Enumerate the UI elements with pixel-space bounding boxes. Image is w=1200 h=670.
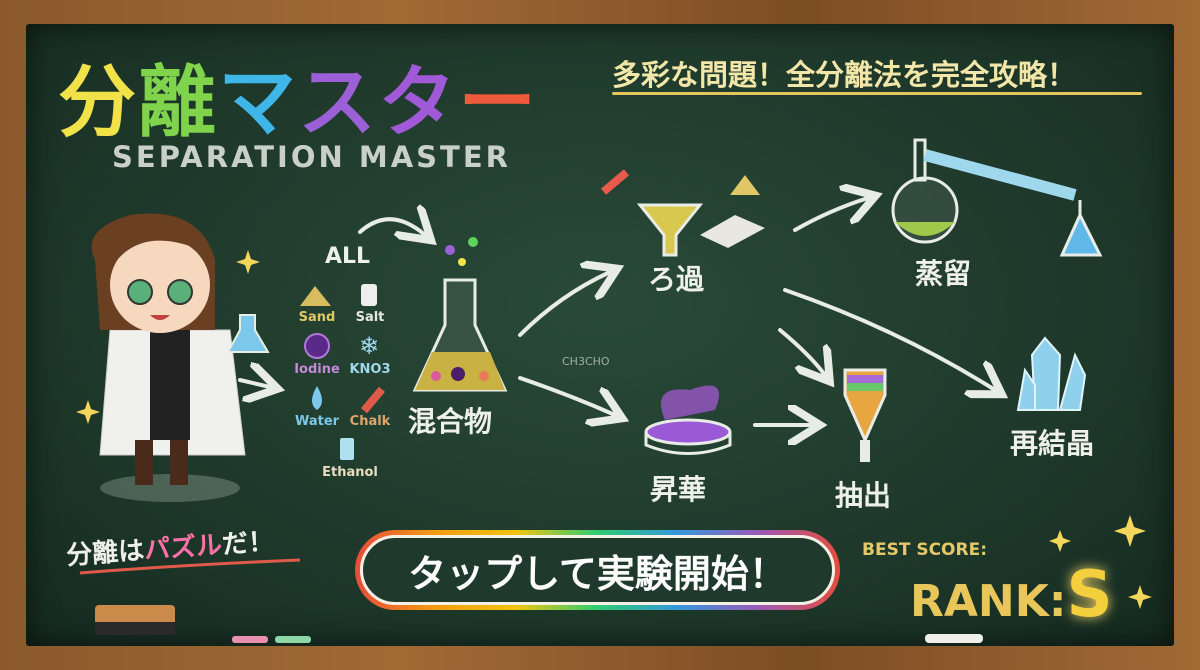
- material-kno3: KNO3: [349, 362, 391, 377]
- node-distillation: 蒸留: [915, 257, 972, 290]
- title-char: マ: [218, 58, 299, 148]
- start-experiment-button[interactable]: タップして実験開始！: [355, 530, 840, 610]
- material-water: Water: [294, 414, 340, 429]
- title-char: 分: [58, 58, 139, 148]
- node-extraction: 抽出: [835, 479, 892, 512]
- arrow: [518, 376, 615, 415]
- rank-label: RANK:: [910, 576, 1067, 627]
- eraser-icon: [95, 605, 175, 635]
- title-char: ス: [298, 58, 379, 148]
- node-sublimation: 昇華: [650, 473, 707, 506]
- node-filtration: ろ過: [648, 263, 705, 296]
- rank-value: S: [1066, 558, 1113, 632]
- materials-header: ALL: [325, 244, 371, 269]
- tagline-underline: [612, 92, 1142, 95]
- funnel-icon: [600, 169, 765, 257]
- arrow: [783, 288, 995, 390]
- game-title: 分離マスター: [58, 40, 538, 152]
- arrow: [358, 219, 425, 235]
- title-char: ー: [458, 58, 539, 148]
- salt-shaker-icon: [361, 284, 377, 306]
- crystal-icon: [1016, 336, 1087, 411]
- slogan-highlight: パズル: [143, 530, 224, 566]
- chalk-piece: [275, 636, 311, 643]
- arrow: [518, 272, 610, 337]
- arrow: [238, 380, 270, 387]
- slogan-part: だ！: [221, 526, 276, 561]
- material-icons: ❄: [300, 284, 386, 460]
- material-salt: Salt: [355, 310, 385, 325]
- distillation-apparatus-icon: [891, 138, 1103, 257]
- water-drop-icon: [312, 386, 322, 410]
- chemical-formula: CH3CHO: [562, 355, 610, 368]
- scientist-character-illustration: [91, 213, 270, 502]
- best-rank: RANK:S: [910, 558, 1113, 632]
- evaporating-dish-icon: [644, 385, 732, 455]
- separatory-funnel-icon: [843, 368, 887, 462]
- ethanol-bottle-icon: [340, 438, 354, 460]
- snowflake-icon: ❄: [359, 332, 379, 360]
- game-subtitle: SEPARATION MASTER: [112, 140, 511, 174]
- arrow: [778, 328, 825, 375]
- iodine-icon: [304, 333, 330, 359]
- chalk-icon: [360, 386, 386, 414]
- material-ethanol: Ethanol: [322, 465, 378, 480]
- title-char: タ: [378, 58, 459, 148]
- best-score-label: BEST SCORE:: [862, 540, 988, 560]
- start-button-label[interactable]: タップして実験開始！: [360, 535, 835, 605]
- node-mixture: 混合物: [408, 405, 493, 438]
- material-sand: Sand: [298, 310, 336, 325]
- title-char: 離: [138, 58, 219, 148]
- node-recrystallization: 再結晶: [1010, 427, 1095, 460]
- arrow: [793, 198, 868, 232]
- mixture-flask-icon: [412, 237, 508, 392]
- sparkle-icons: [76, 250, 1152, 609]
- chalk-piece: [925, 634, 983, 643]
- tagline: 多彩な問題！全分離法を完全攻略！: [612, 58, 1077, 92]
- material-iodine: Iodine: [294, 362, 340, 377]
- chalk-piece: [232, 636, 268, 643]
- sand-icon: [300, 286, 331, 306]
- slogan-part: 分離は: [65, 535, 146, 572]
- material-chalk: Chalk: [349, 414, 391, 429]
